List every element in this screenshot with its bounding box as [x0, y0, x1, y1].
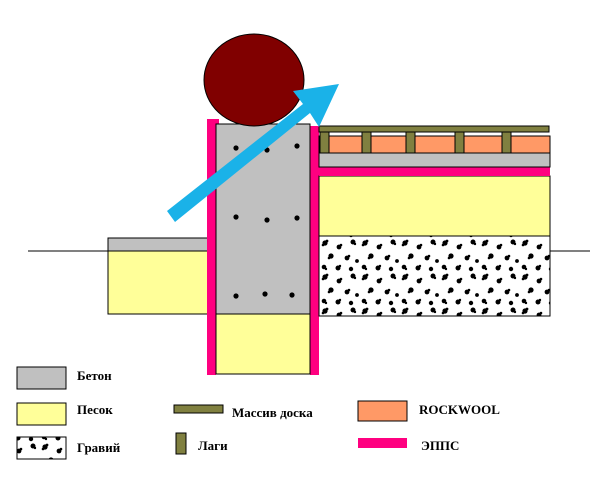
rebar-dots — [233, 143, 300, 299]
heat-flow-arrow — [167, 84, 339, 222]
legend-swatch-joists — [175, 432, 187, 455]
legend-label-solid-board: Массив доска — [232, 405, 313, 420]
floor-solid-board — [318, 125, 550, 133]
epps-inner-vertical — [310, 126, 319, 375]
floor-joists — [319, 131, 512, 154]
outside-concrete-slab — [107, 237, 209, 252]
legend-swatch-rockwool — [357, 400, 408, 422]
legend-label-sand: Песок — [77, 402, 113, 417]
heat-source-circle — [203, 33, 305, 127]
legend — [16, 366, 408, 460]
foundation-sand-base — [215, 313, 311, 375]
epps-outer-top — [207, 119, 219, 126]
legend-swatch-gravel — [16, 436, 67, 460]
floor-sand-layer — [318, 175, 551, 237]
legend-swatch-concrete — [16, 366, 67, 390]
floor-concrete-slab — [318, 152, 551, 168]
outside-sand-layer — [107, 250, 209, 315]
legend-label-epps: ЭППС — [421, 438, 460, 453]
legend-swatch-solid-board — [173, 404, 224, 414]
legend-label-gravel: Гравий — [77, 440, 121, 455]
epps-outer-vertical — [207, 119, 216, 375]
floor-gravel-layer — [318, 235, 551, 317]
legend-label-concrete: Бетон — [77, 368, 112, 383]
legend-swatch-sand — [16, 402, 67, 426]
legend-swatch-epps — [358, 438, 407, 448]
legend-label-rockwool: ROCKWOOL — [419, 402, 500, 417]
floor-rockwool-layer — [318, 135, 551, 154]
floor-epps-layer — [319, 167, 550, 176]
legend-label-joists: Лаги — [198, 438, 228, 453]
